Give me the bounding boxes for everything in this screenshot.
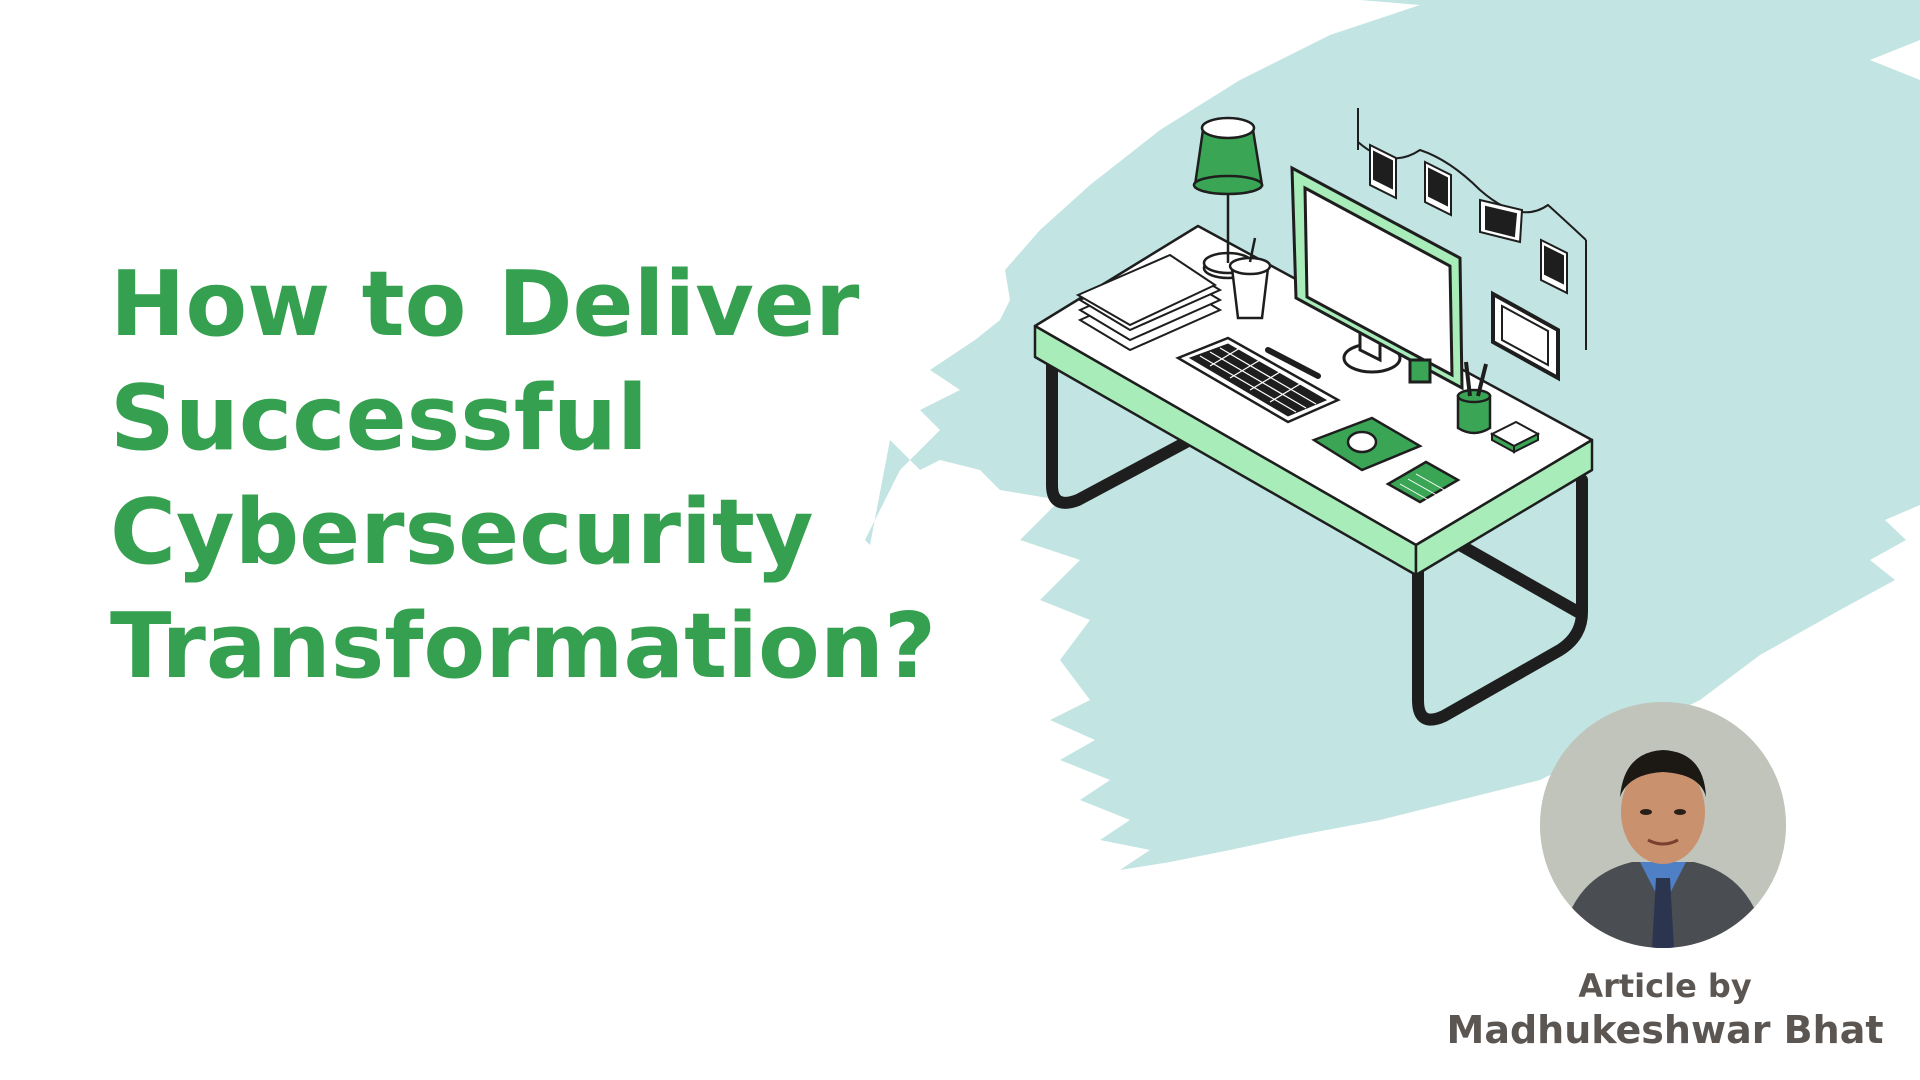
article-title: How to Deliver Successful Cybersecurity … — [110, 248, 990, 704]
photo-frame-icon — [1491, 290, 1560, 382]
desk-legs — [1046, 356, 1588, 726]
sticky-notes-icon — [1489, 420, 1541, 454]
pen-holder-icon — [1456, 361, 1492, 435]
article-byline: Article by Madhukeshwar Bhat — [1420, 966, 1910, 1054]
title-line-2: Successful — [110, 366, 648, 471]
pen-icon — [1265, 347, 1321, 379]
monitor-icon — [1290, 165, 1464, 391]
byline-prefix: Article by — [1578, 967, 1752, 1005]
calculator-icon — [1385, 460, 1461, 504]
keyboard-icon — [1175, 336, 1341, 424]
book-stack-icon — [1075, 253, 1223, 352]
author-name: Madhukeshwar Bhat — [1446, 1008, 1884, 1052]
hanging-photos-icon — [1357, 108, 1587, 350]
author-photo — [1540, 702, 1786, 948]
title-line-1: How to Deliver — [110, 252, 860, 357]
cup-icon — [1228, 237, 1272, 320]
mouse-icon — [1311, 416, 1423, 472]
author-avatar — [1540, 702, 1786, 948]
title-line-3: Cybersecurity — [110, 480, 814, 585]
title-line-4: Transformation? — [110, 594, 937, 699]
